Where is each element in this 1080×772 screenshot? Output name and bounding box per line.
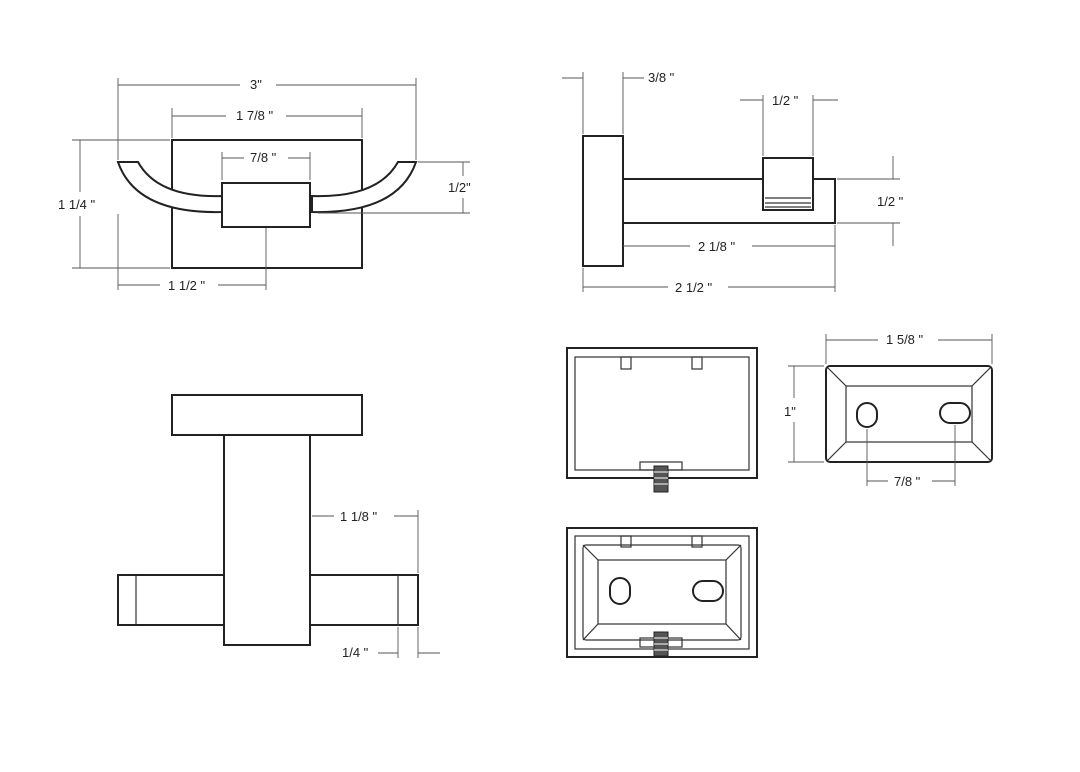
side-knob [762,157,814,211]
top-cap [171,394,363,436]
front-center-knob [221,182,311,228]
base-hole-left [856,402,878,428]
dim-top-arm-length: 1 1/8 " [340,509,378,524]
side-view [582,135,836,267]
dim-front-half-width: 1 1/2 " [168,278,206,293]
base-inner [845,385,973,443]
dim-front-width: 3" [250,77,262,92]
dim-front-hook-height: 1/2" [448,180,471,195]
front-dimensions: 3" 1 7/8 " 7/8 " 1 1/4 " 1/2" 1 1/2 " [58,77,471,293]
dim-base-hole-spacing: 7/8 " [894,474,921,489]
base-dimensions: 1 5/8 " 1" 7/8 " [784,332,993,489]
cover-set-screw [653,465,669,493]
dim-base-height: 1" [784,404,796,419]
cover-outer [566,347,758,479]
top-arm-right [309,574,419,626]
base-plate-view [825,365,993,463]
cover-back-view [566,347,758,493]
dim-front-plate-width: 1 7/8 " [236,108,274,123]
top-arm-left [117,574,225,626]
dim-side-arm-length: 2 1/8 " [698,239,736,254]
dim-top-end-cap: 1/4 " [342,645,369,660]
base-hole-right [939,402,971,424]
front-hook-right [311,161,418,214]
dim-side-knob-width: 1/2 " [772,93,799,108]
dim-side-total-depth: 2 1/2 " [675,280,713,295]
assembly-bevel-inner [597,559,727,625]
top-view [117,394,419,646]
top-post [223,434,311,646]
top-dimensions: 1 1/8 " 1/4 " [312,509,440,660]
side-backplate [582,135,624,267]
side-dimensions: 3/8 " 1/2 " 1/2 " 2 1/8 " 2 1/2 " [562,70,904,295]
assembly-hole-right [692,580,724,602]
cover-front-view [566,527,758,658]
dim-front-height: 1 1/4 " [58,197,96,212]
assembly-hole-left [609,577,631,605]
dim-front-knob-width: 7/8 " [250,150,277,165]
dim-side-plate-depth: 3/8 " [648,70,675,85]
front-view [116,139,418,269]
dim-base-width: 1 5/8 " [886,332,924,347]
base-outer [825,365,993,463]
dim-side-arm-height: 1/2 " [877,194,904,209]
